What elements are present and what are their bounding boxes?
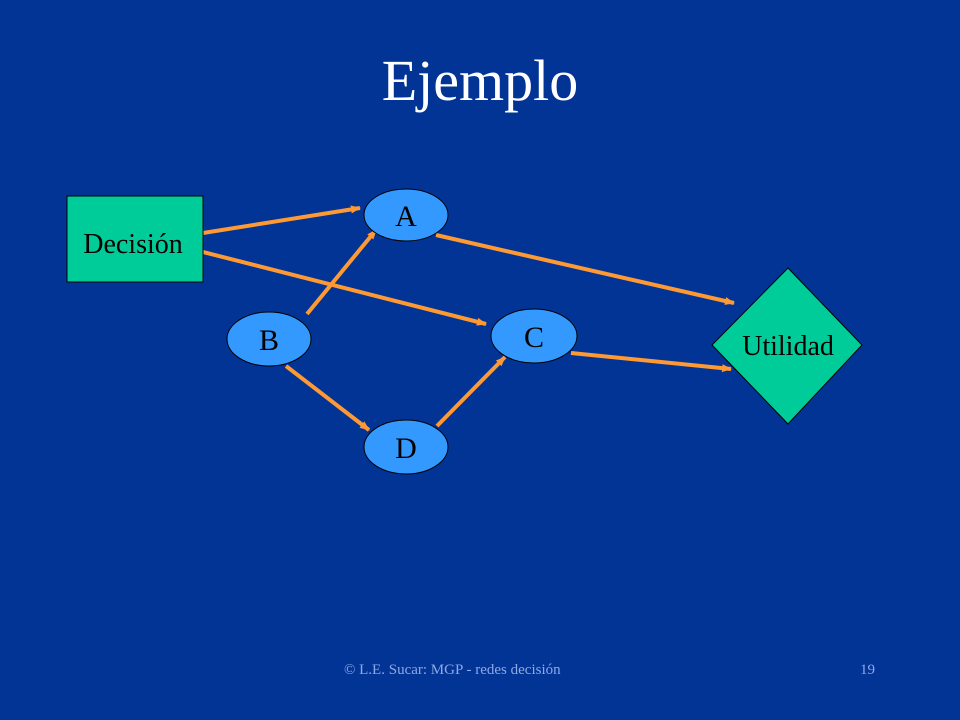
node-a — [363, 188, 449, 242]
utility-node — [711, 267, 863, 425]
arrow-a-to-utility — [435, 233, 735, 305]
arrow-decision-to-c — [202, 250, 487, 326]
page-number: 19 — [860, 662, 875, 678]
node-c-label: C — [524, 321, 544, 354]
arrow-c-to-utility — [570, 351, 732, 373]
arrow-decision-to-a — [202, 205, 361, 235]
arrow-d-to-c — [435, 355, 507, 428]
node-b-label: B — [259, 324, 279, 357]
arrow-b-to-a — [305, 228, 378, 316]
node-c — [490, 308, 578, 364]
utility-label: Utilidad — [742, 331, 834, 362]
arrow-b-to-d — [284, 364, 371, 432]
node-b — [226, 311, 312, 367]
node-d — [363, 419, 449, 475]
decision-label: Decisión — [83, 229, 183, 260]
footer-credit: © L.E. Sucar: MGP - redes decisión — [344, 662, 561, 678]
decision-node — [66, 195, 204, 283]
node-d-label: D — [395, 432, 417, 465]
node-a-label: A — [395, 200, 417, 233]
slide-title: Ejemplo — [381, 48, 579, 113]
